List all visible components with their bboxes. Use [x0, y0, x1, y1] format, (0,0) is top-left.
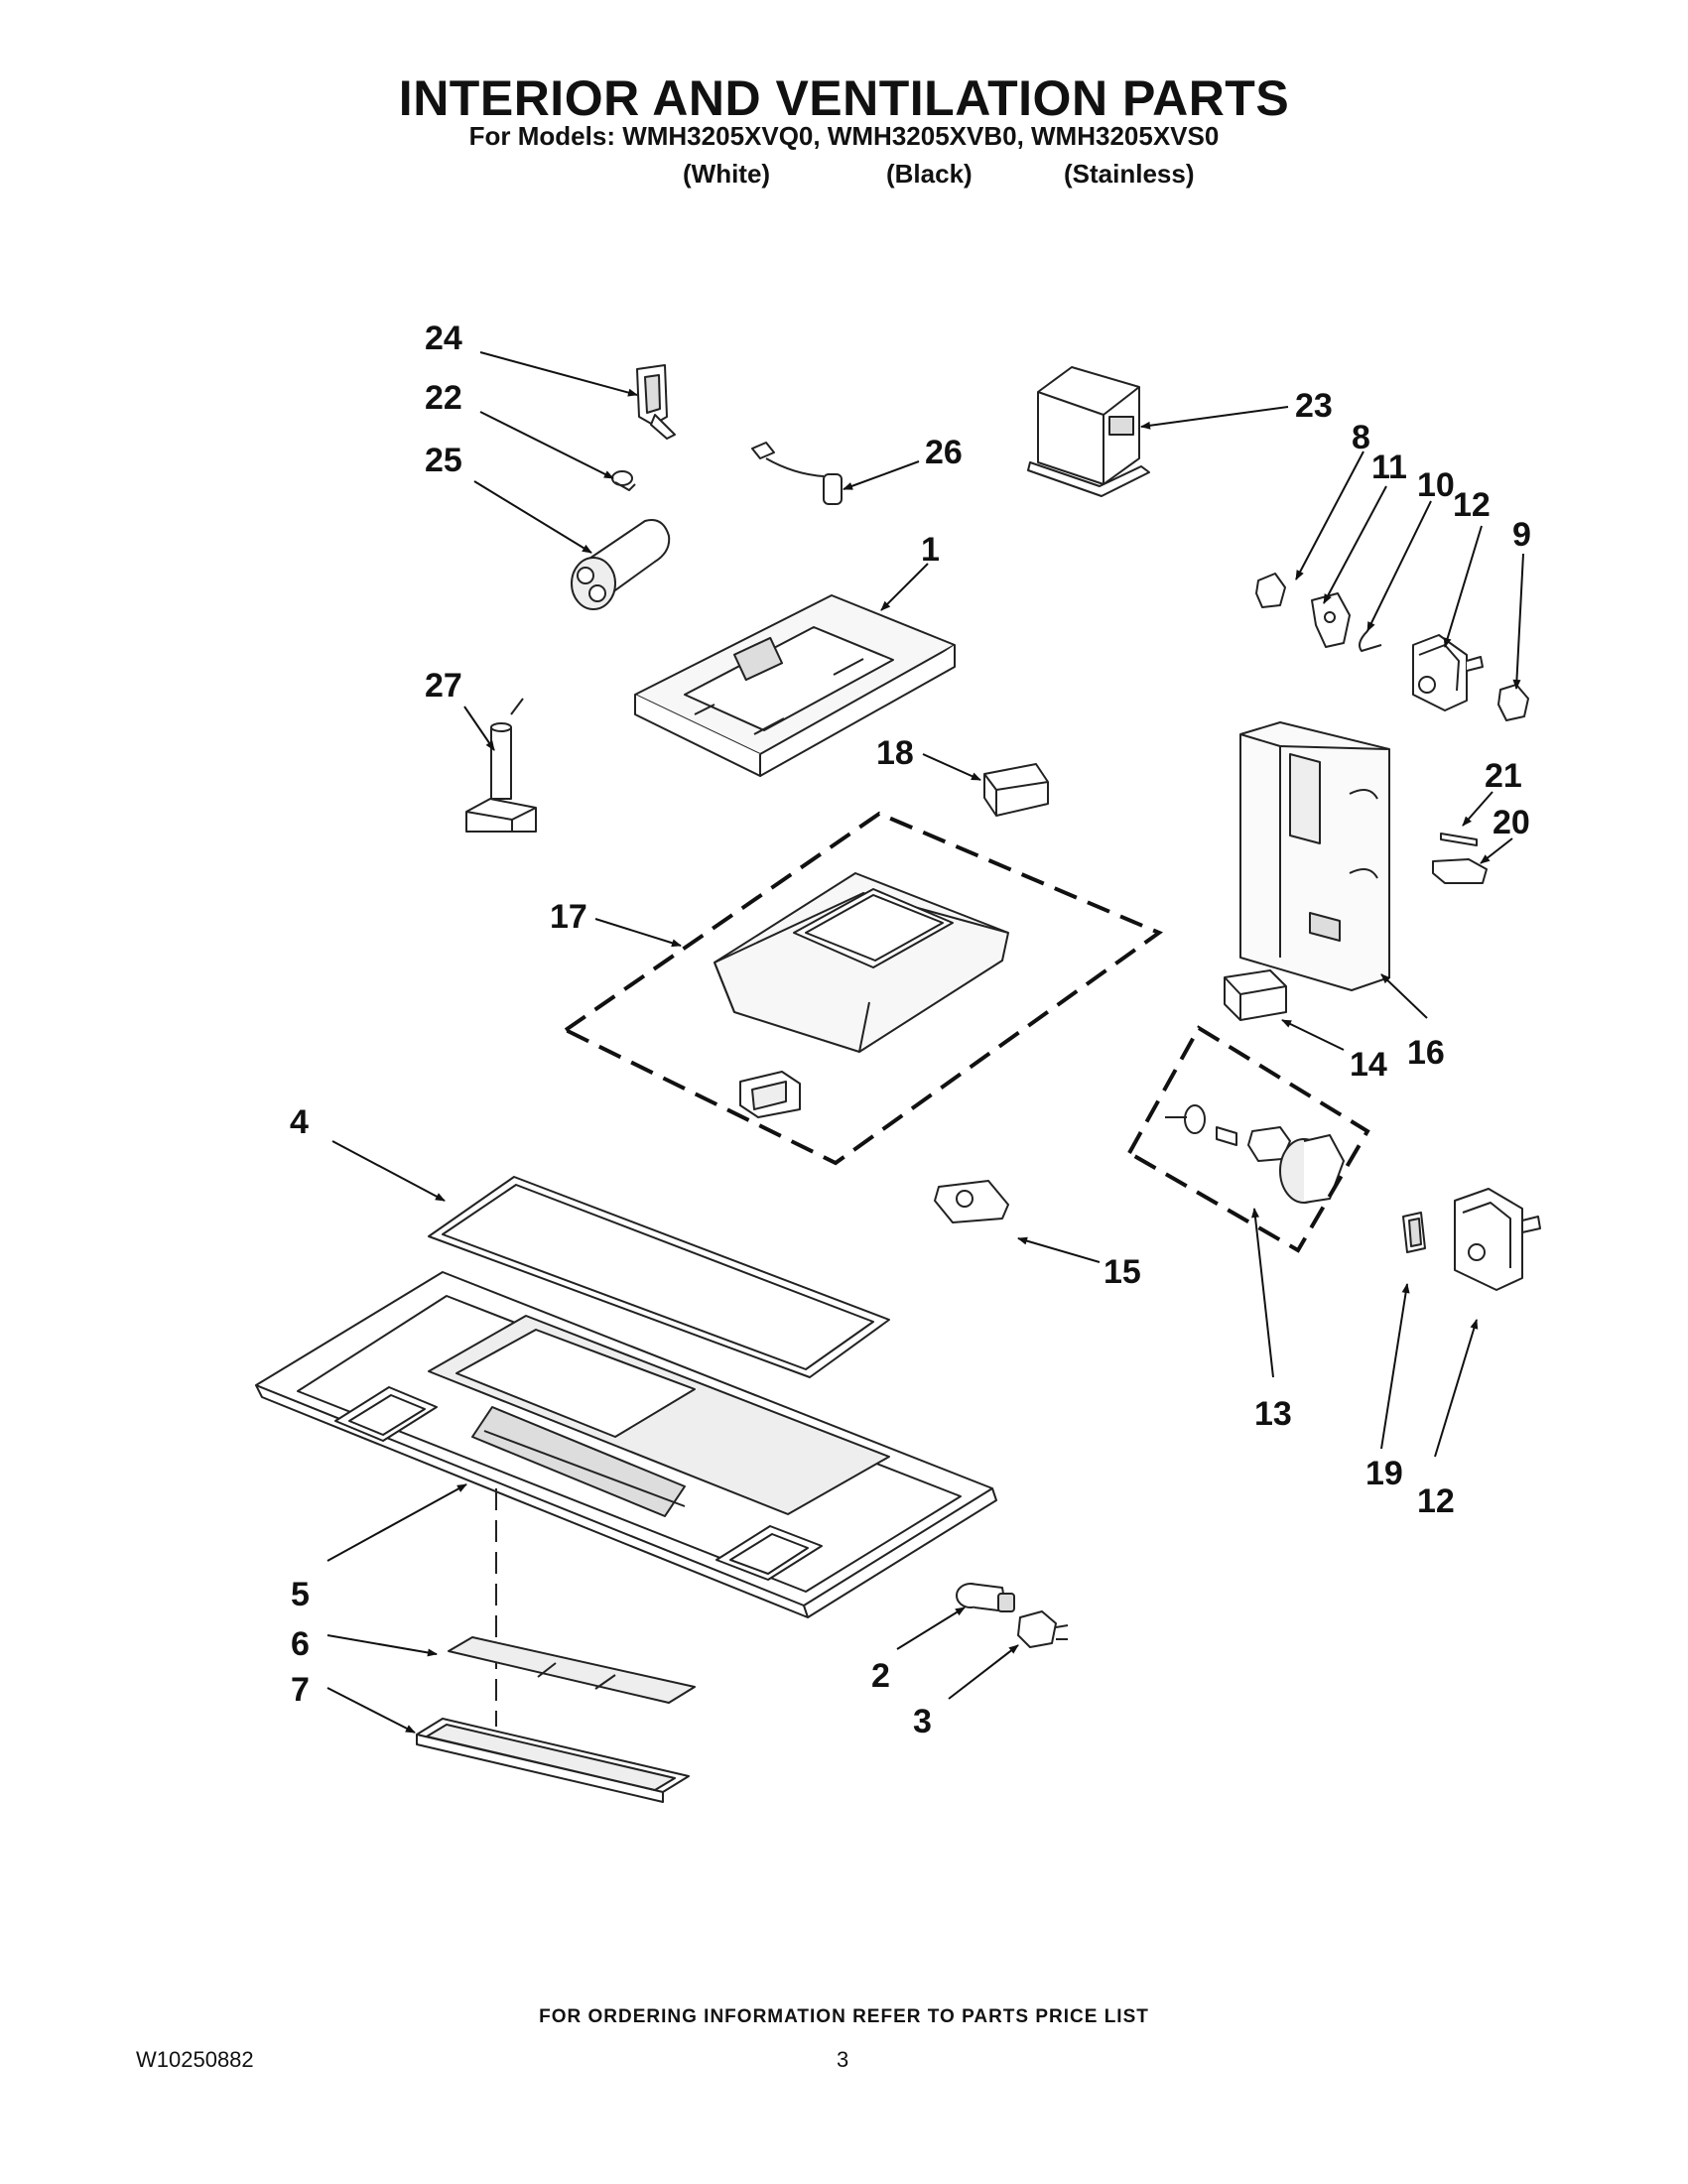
part-6-glass-drawing [448, 1636, 696, 1704]
part-10-spring-drawing [1359, 630, 1382, 652]
assembly-17-dashed-box [562, 811, 1164, 1166]
part-16-bracket-drawing [1239, 721, 1390, 991]
callout-4: 4 [290, 1103, 309, 1141]
page-number: 3 [837, 2047, 849, 2072]
part-27-stand-drawing [465, 698, 537, 833]
part-9-switch-drawing [1497, 684, 1529, 721]
callout-15: 15 [1104, 1253, 1141, 1291]
part-5-vent-panel-drawing [255, 1271, 997, 1618]
part-24-bracket-drawing [636, 364, 676, 440]
callout-21: 21 [1485, 757, 1522, 795]
part-17-small-bracket-drawing [739, 1071, 801, 1118]
callout-26: 26 [925, 434, 963, 471]
callout-7: 7 [291, 1671, 310, 1709]
color-label-white: (White) [683, 159, 771, 189]
leader-arrows [326, 351, 1524, 1734]
callout-5: 5 [291, 1576, 310, 1613]
color-label-stainless: (Stainless) [1064, 159, 1195, 189]
part-3-socket-drawing [1017, 1610, 1069, 1648]
part-19-switch-drawing [1402, 1212, 1426, 1253]
part-17-tray-drawing [714, 872, 1009, 1053]
part-14-cube-drawing [1224, 969, 1287, 1021]
callout-11: 11 [1371, 449, 1407, 486]
part-22-clip-drawing [611, 470, 636, 491]
color-label-black: (Black) [886, 159, 973, 189]
callout-labels: 24 22 25 26 23 8 11 10 12 9 1 27 18 21 2… [290, 320, 1531, 1740]
callout-9: 9 [1512, 516, 1531, 554]
callout-8: 8 [1352, 419, 1370, 456]
part-12-holder-lower-drawing [1454, 1188, 1541, 1291]
callout-3: 3 [913, 1703, 932, 1740]
page-title: INTERIOR AND VENTILATION PARTS [398, 70, 1290, 126]
callout-27: 27 [425, 667, 462, 705]
callout-17: 17 [550, 898, 587, 936]
part-4-filter-drawing [428, 1176, 890, 1378]
callout-19: 19 [1365, 1455, 1403, 1492]
part-12-holder-top-drawing [1412, 634, 1484, 711]
part-13-motor-assembly-drawing [1165, 1104, 1345, 1204]
callout-23: 23 [1295, 387, 1333, 425]
ordering-note: FOR ORDERING INFORMATION REFER TO PARTS … [539, 2006, 1149, 2027]
part-25-capacitor-drawing [571, 519, 671, 610]
part-1-chassis-drawing [634, 594, 956, 777]
callout-25: 25 [425, 442, 462, 479]
callout-10: 10 [1417, 466, 1455, 504]
part-26-wire-drawing [751, 442, 843, 505]
part-23-transformer-drawing [1027, 366, 1150, 497]
part-21-pin-drawing [1440, 833, 1478, 846]
part-7-frame-drawing [416, 1718, 690, 1803]
callout-2: 2 [871, 1657, 890, 1695]
callout-12-top: 12 [1453, 486, 1491, 524]
callout-16: 16 [1407, 1034, 1445, 1072]
callout-18: 18 [876, 734, 914, 772]
part-15-plate-drawing [934, 1180, 1009, 1223]
callout-1: 1 [921, 531, 940, 569]
document-number: W10250882 [136, 2047, 254, 2072]
part-8-switch-drawing [1255, 573, 1286, 608]
callout-20: 20 [1493, 804, 1530, 841]
callout-14: 14 [1350, 1046, 1387, 1084]
callout-22: 22 [425, 379, 462, 417]
part-20-latch-drawing [1432, 858, 1488, 884]
part-2-bulb-drawing [956, 1583, 1015, 1612]
callout-6: 6 [291, 1625, 310, 1663]
callout-12-lower: 12 [1417, 1482, 1455, 1520]
part-11-actuator-drawing [1311, 592, 1351, 648]
assembly-13-dashed-box [1126, 1025, 1370, 1253]
part-18-block-drawing [983, 763, 1049, 817]
callout-13: 13 [1254, 1395, 1292, 1433]
models-line: For Models: WMH3205XVQ0, WMH3205XVB0, WM… [468, 121, 1220, 151]
callout-24: 24 [425, 320, 462, 357]
